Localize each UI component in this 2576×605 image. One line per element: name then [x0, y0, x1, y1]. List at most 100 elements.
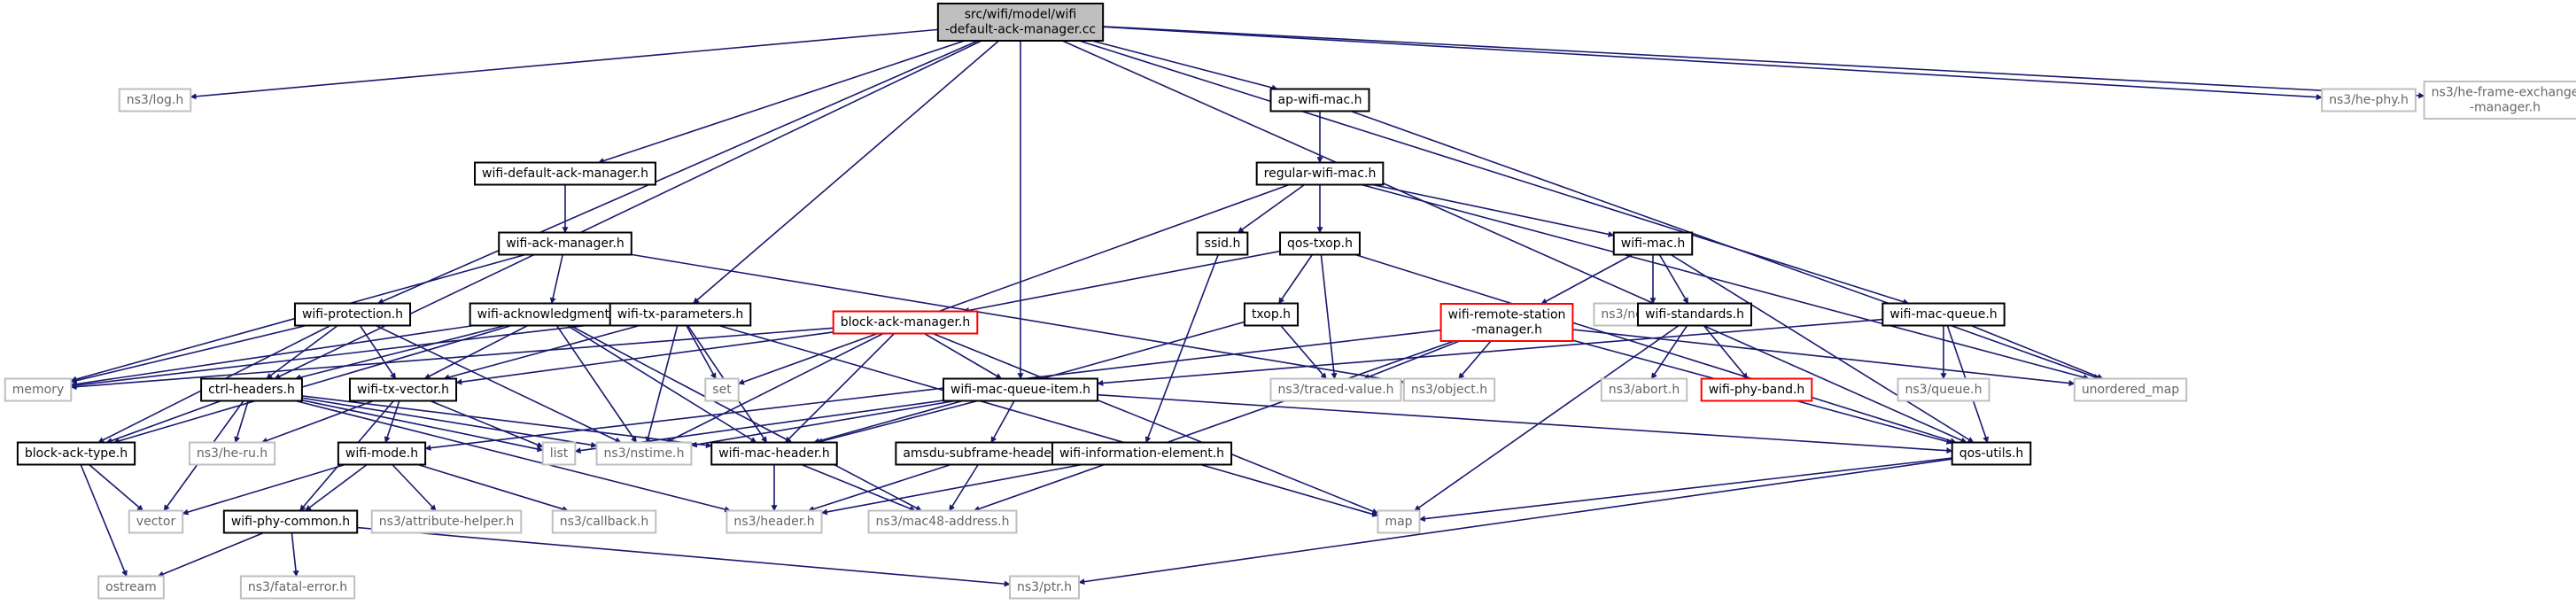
- node-label: txop.h: [1252, 307, 1291, 322]
- node-box: [118, 88, 192, 112]
- node-box: [469, 302, 630, 327]
- node-object[interactable]: ns3/object.h: [1402, 377, 1496, 402]
- node-wrsm[interactable]: wifi-remote-station-manager.h: [1439, 303, 1574, 342]
- node-ctrl[interactable]: ctrl-headers.h: [200, 377, 303, 402]
- node-wpb[interactable]: wifi-phy-band.h: [1700, 377, 1813, 402]
- edge-root-to-wmq: [1079, 40, 1910, 305]
- node-wie[interactable]: wifi-information-element.h: [1051, 441, 1233, 466]
- node-label: qos-txop.h: [1287, 237, 1353, 251]
- node-regular[interactable]: regular-wifi-mac.h: [1255, 161, 1385, 186]
- node-wmqi[interactable]: wifi-mac-queue-item.h: [942, 377, 1099, 402]
- node-label: regular-wifi-mac.h: [1264, 167, 1377, 181]
- node-ptr[interactable]: ns3/ptr.h: [1009, 575, 1080, 600]
- node-box: [1279, 231, 1361, 256]
- node-nstime[interactable]: ns3/nstime.h: [595, 441, 693, 466]
- node-ostream[interactable]: ostream: [97, 575, 165, 600]
- node-label: ns3/he-frame-exchange: [2432, 86, 2576, 100]
- node-box: [498, 231, 632, 256]
- edge-bam-to-map: [932, 332, 1379, 515]
- edge-wpc-to-fatal: [291, 532, 299, 578]
- node-qosutils[interactable]: qos-utils.h: [1951, 441, 2032, 466]
- node-box: [1243, 302, 1300, 327]
- node-bam[interactable]: block-ack-manager.h: [832, 310, 979, 335]
- node-wdam[interactable]: wifi-default-ack-manager.h: [474, 161, 656, 186]
- edge-bam-to-memory: [70, 327, 834, 391]
- node-wmode[interactable]: wifi-mode.h: [337, 441, 427, 466]
- edge-wmode-to-wpc: [305, 463, 368, 512]
- node-label: -manager.h: [2470, 101, 2541, 115]
- edge-ctrl-to-bat: [105, 399, 221, 444]
- node-wstd[interactable]: wifi-standards.h: [1637, 302, 1752, 327]
- node-label: wifi-mac-queue.h: [1889, 307, 1997, 322]
- node-wpc[interactable]: wifi-phy-common.h: [222, 509, 359, 534]
- edge-wmode-to-attrh: [392, 463, 437, 512]
- node-wtxv[interactable]: wifi-tx-vector.h: [348, 377, 458, 402]
- node-box: [1439, 303, 1574, 342]
- edge-amsdu-to-header: [807, 463, 951, 512]
- node-header[interactable]: ns3/header.h: [725, 509, 823, 534]
- node-label: memory: [12, 383, 65, 397]
- node-label: set: [712, 383, 732, 397]
- node-queue[interactable]: ns3/queue.h: [1897, 377, 1990, 402]
- edge-bam-to-wtxv: [455, 331, 834, 385]
- edge-wtxp-to-set: [686, 325, 717, 380]
- node-root[interactable]: src/wifi/model/wifi-default-ack-manager.…: [936, 3, 1105, 42]
- node-box: [1882, 302, 2006, 327]
- node-label: wifi-phy-band.h: [1709, 383, 1805, 397]
- node-wprot[interactable]: wifi-protection.h: [293, 302, 412, 327]
- node-amsdu[interactable]: amsdu-subframe-header.h: [895, 441, 1075, 466]
- node-log[interactable]: ns3/log.h: [118, 88, 192, 112]
- node-ssid[interactable]: ssid.h: [1196, 231, 1249, 256]
- edge-bam-to-wmh: [784, 332, 896, 444]
- node-box: [936, 3, 1105, 42]
- node-traced[interactable]: ns3/traced-value.h: [1269, 377, 1402, 402]
- node-box: [704, 377, 740, 402]
- node-wmh[interactable]: wifi-mac-header.h: [710, 441, 838, 466]
- edge-amsdu-to-mac48: [949, 464, 979, 512]
- edge-wrsm-to-object: [1458, 340, 1492, 380]
- edge-wmqi-to-amsdu: [990, 400, 1015, 444]
- edge-ctrl-to-heru: [234, 400, 249, 444]
- node-box: [1196, 231, 1249, 256]
- node-list[interactable]: list: [541, 441, 577, 466]
- node-abort[interactable]: ns3/abort.h: [1600, 377, 1688, 402]
- node-mac48[interactable]: ns3/mac48-address.h: [867, 509, 1018, 534]
- node-memory[interactable]: memory: [4, 377, 73, 402]
- node-vector[interactable]: vector: [128, 509, 184, 534]
- node-label: wifi-mac-queue-item.h: [950, 383, 1090, 397]
- edge-wstd-to-wpb: [1703, 324, 1749, 380]
- edge-wprot-to-memory: [70, 324, 306, 384]
- node-label: wifi-remote-station: [1448, 308, 1566, 322]
- node-heru[interactable]: ns3/he-ru.h: [188, 441, 276, 466]
- node-set[interactable]: set: [704, 377, 740, 402]
- node-wmq[interactable]: wifi-mac-queue.h: [1882, 302, 2006, 327]
- node-map[interactable]: map: [1377, 509, 1421, 534]
- node-qostxop[interactable]: qos-txop.h: [1279, 231, 1361, 256]
- edge-bam-to-wmqi: [923, 332, 1003, 380]
- node-callback[interactable]: ns3/callback.h: [551, 509, 657, 534]
- edge-root-to-heframe: [1103, 26, 2425, 99]
- node-box: [867, 509, 1018, 534]
- node-wam[interactable]: wifi-ack-manager.h: [498, 231, 632, 256]
- node-label: ns3/callback.h: [560, 515, 648, 529]
- node-wifimac[interactable]: wifi-mac.h: [1612, 231, 1694, 256]
- node-heframe[interactable]: ns3/he-frame-exchange-manager.h: [2423, 81, 2576, 120]
- node-apwifimac[interactable]: ap-wifi-mac.h: [1269, 88, 1370, 112]
- node-wtxp[interactable]: wifi-tx-parameters.h: [609, 302, 752, 327]
- node-txop[interactable]: txop.h: [1243, 302, 1300, 327]
- node-wack[interactable]: wifi-acknowledgment.h: [469, 302, 630, 327]
- node-hephy[interactable]: ns3/he-phy.h: [2321, 88, 2417, 112]
- node-umap[interactable]: unordered_map: [2073, 377, 2188, 402]
- node-box: [1377, 509, 1421, 534]
- node-fatal[interactable]: ns3/fatal-error.h: [239, 575, 356, 600]
- edge-ctrl-to-header: [295, 399, 732, 513]
- node-label: src/wifi/model/wifi: [965, 8, 1077, 22]
- node-box: [1951, 441, 2032, 466]
- node-attrh[interactable]: ns3/attribute-helper.h: [370, 509, 523, 534]
- edge-wrsm-to-umap: [1572, 329, 2076, 386]
- node-box: [551, 509, 657, 534]
- edge-wifimac-to-wstd: [1658, 254, 1689, 305]
- node-label: ns3/traced-value.h: [1277, 383, 1393, 397]
- node-bat[interactable]: block-ack-type.h: [16, 441, 136, 466]
- node-box: [541, 441, 577, 466]
